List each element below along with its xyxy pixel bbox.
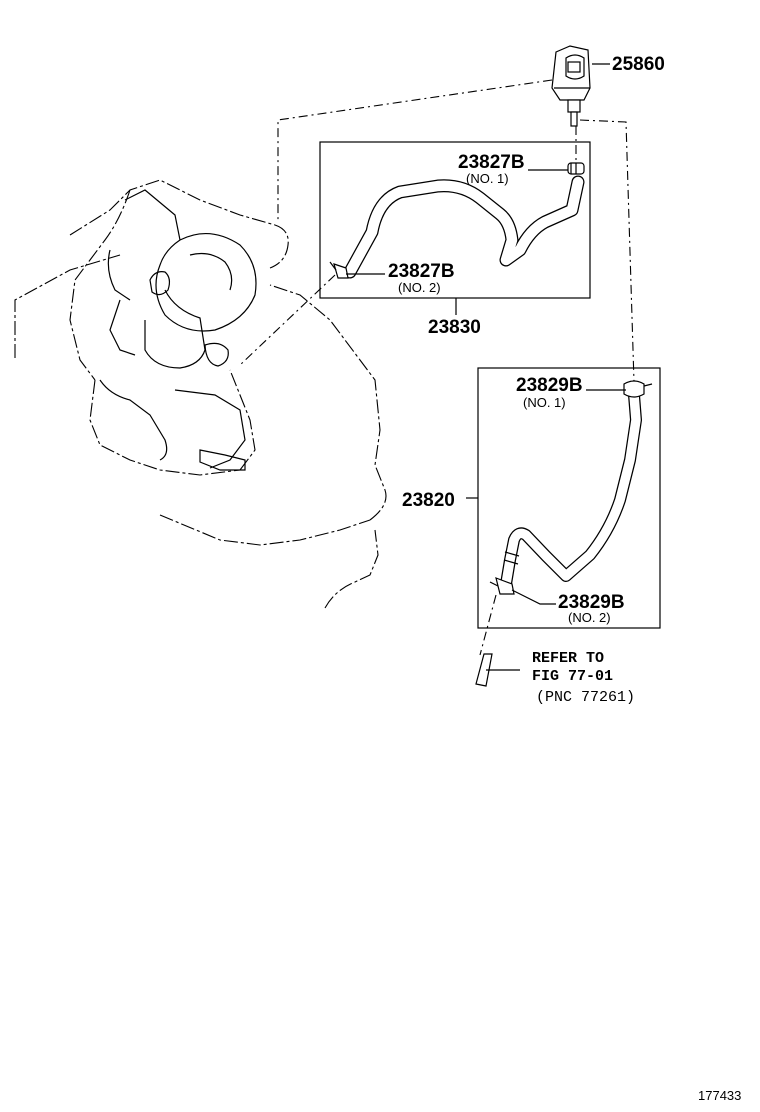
reference-line-2: FIG 77-01	[532, 668, 613, 685]
leader-lines	[346, 63, 626, 605]
label-23830: 23830	[428, 317, 481, 338]
label-23829b-no1: 23829B	[516, 375, 583, 396]
label-23820: 23820	[402, 490, 455, 511]
clip-23829b-no2	[489, 577, 515, 595]
note-23829b-no2: (NO. 2)	[568, 610, 611, 625]
label-23827b-no1: 23827B	[458, 152, 525, 173]
hose-23830	[343, 175, 585, 279]
clip-23827b-no1	[567, 162, 585, 175]
assembly-box-23830	[319, 141, 591, 299]
figure-id: 177433	[698, 1088, 741, 1103]
engine-assembly-outline	[14, 179, 387, 609]
note-23829b-no1: (NO. 1)	[523, 395, 566, 410]
clip-23829b-no1	[623, 380, 653, 398]
clip-23827b-no2	[329, 261, 349, 279]
note-23827b-no1: (NO. 1)	[466, 171, 509, 186]
label-23827b-no2: 23827B	[388, 261, 455, 282]
hose-23820	[500, 389, 642, 590]
reference-pipe	[475, 653, 520, 687]
note-23827b-no2: (NO. 2)	[398, 280, 441, 295]
vsv-valve-component	[551, 45, 591, 127]
reference-line-1: REFER TO	[532, 650, 604, 667]
connection-lines	[239, 79, 635, 656]
label-25860: 25860	[612, 54, 665, 75]
reference-line-3: (PNC 77261)	[536, 689, 635, 706]
label-23829b-no2: 23829B	[558, 592, 625, 613]
